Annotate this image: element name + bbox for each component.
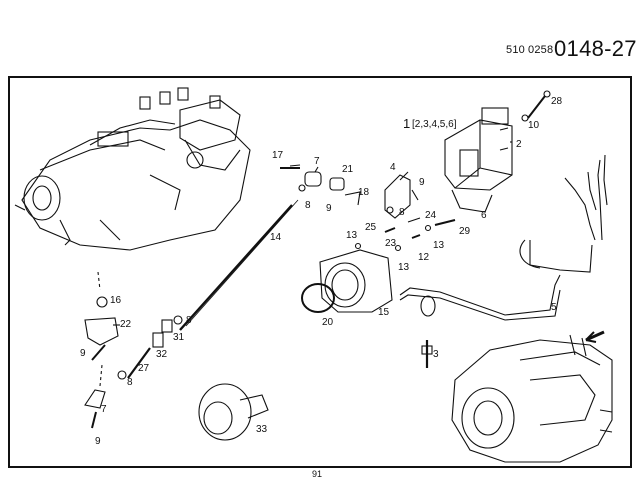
callout-31: 31 bbox=[173, 332, 185, 343]
callout-7-bottom: 7 bbox=[101, 404, 107, 415]
catalog-code-main: 0148-27 bbox=[554, 36, 637, 61]
callout-25: 25 bbox=[365, 222, 377, 233]
callout-8-d: 8 bbox=[127, 377, 133, 388]
callout-8-a: 8 bbox=[305, 200, 311, 211]
callout-3: 3 bbox=[433, 349, 439, 360]
callout-10: 10 bbox=[528, 120, 540, 131]
callout-27: 27 bbox=[138, 363, 150, 374]
injection-pump-drawing bbox=[14, 87, 251, 251]
callout-13-c: 13 bbox=[433, 240, 445, 251]
callout-9-b: 9 bbox=[419, 177, 425, 188]
catalog-code-prefix-1: 510 bbox=[506, 44, 525, 56]
diagram-frame bbox=[8, 76, 632, 468]
regulator-unit-drawing bbox=[444, 107, 513, 213]
callout-14: 14 bbox=[270, 232, 282, 243]
callout-6: 6 bbox=[481, 210, 487, 221]
callout-23: 23 bbox=[385, 238, 397, 249]
callout-32: 32 bbox=[156, 349, 168, 360]
callout-9-d: 9 bbox=[95, 436, 101, 447]
callout-28: 28 bbox=[551, 96, 563, 107]
callout-4: 4 bbox=[390, 162, 396, 173]
callout-17: 17 bbox=[272, 150, 284, 161]
callout-2: 2 bbox=[516, 139, 522, 150]
callout-12: 12 bbox=[418, 252, 430, 263]
callout-29: 29 bbox=[459, 226, 471, 237]
callout-1: 1 bbox=[403, 116, 410, 131]
callout-8-c: 8 bbox=[186, 315, 192, 326]
callout-7-top: 7 bbox=[314, 156, 320, 167]
callout-15: 15 bbox=[378, 307, 390, 318]
callout-20: 20 bbox=[322, 317, 334, 328]
callout-22: 22 bbox=[120, 319, 132, 330]
callout-24: 24 bbox=[425, 210, 437, 221]
callout-8-b: 8 bbox=[399, 207, 405, 218]
callout-13-a: 13 bbox=[346, 230, 358, 241]
callout-9-c: 9 bbox=[80, 348, 86, 359]
callout-13-b: 13 bbox=[398, 262, 410, 273]
callout-5: 5 bbox=[551, 302, 557, 313]
callout-9-a: 9 bbox=[326, 203, 332, 214]
callout-33: 33 bbox=[256, 424, 268, 435]
callout-21: 21 bbox=[342, 164, 354, 175]
engine-block-drawing bbox=[451, 334, 613, 463]
callout-18: 18 bbox=[358, 187, 370, 198]
callout-1-subparts: [2,3,4,5,6] bbox=[412, 119, 457, 130]
part-33-drawing bbox=[198, 383, 269, 441]
page-number: 91 bbox=[312, 469, 323, 479]
callout-16: 16 bbox=[110, 295, 122, 306]
flange-and-oring-drawing bbox=[301, 249, 393, 313]
catalog-code-prefix-2: 0258 bbox=[528, 44, 554, 56]
